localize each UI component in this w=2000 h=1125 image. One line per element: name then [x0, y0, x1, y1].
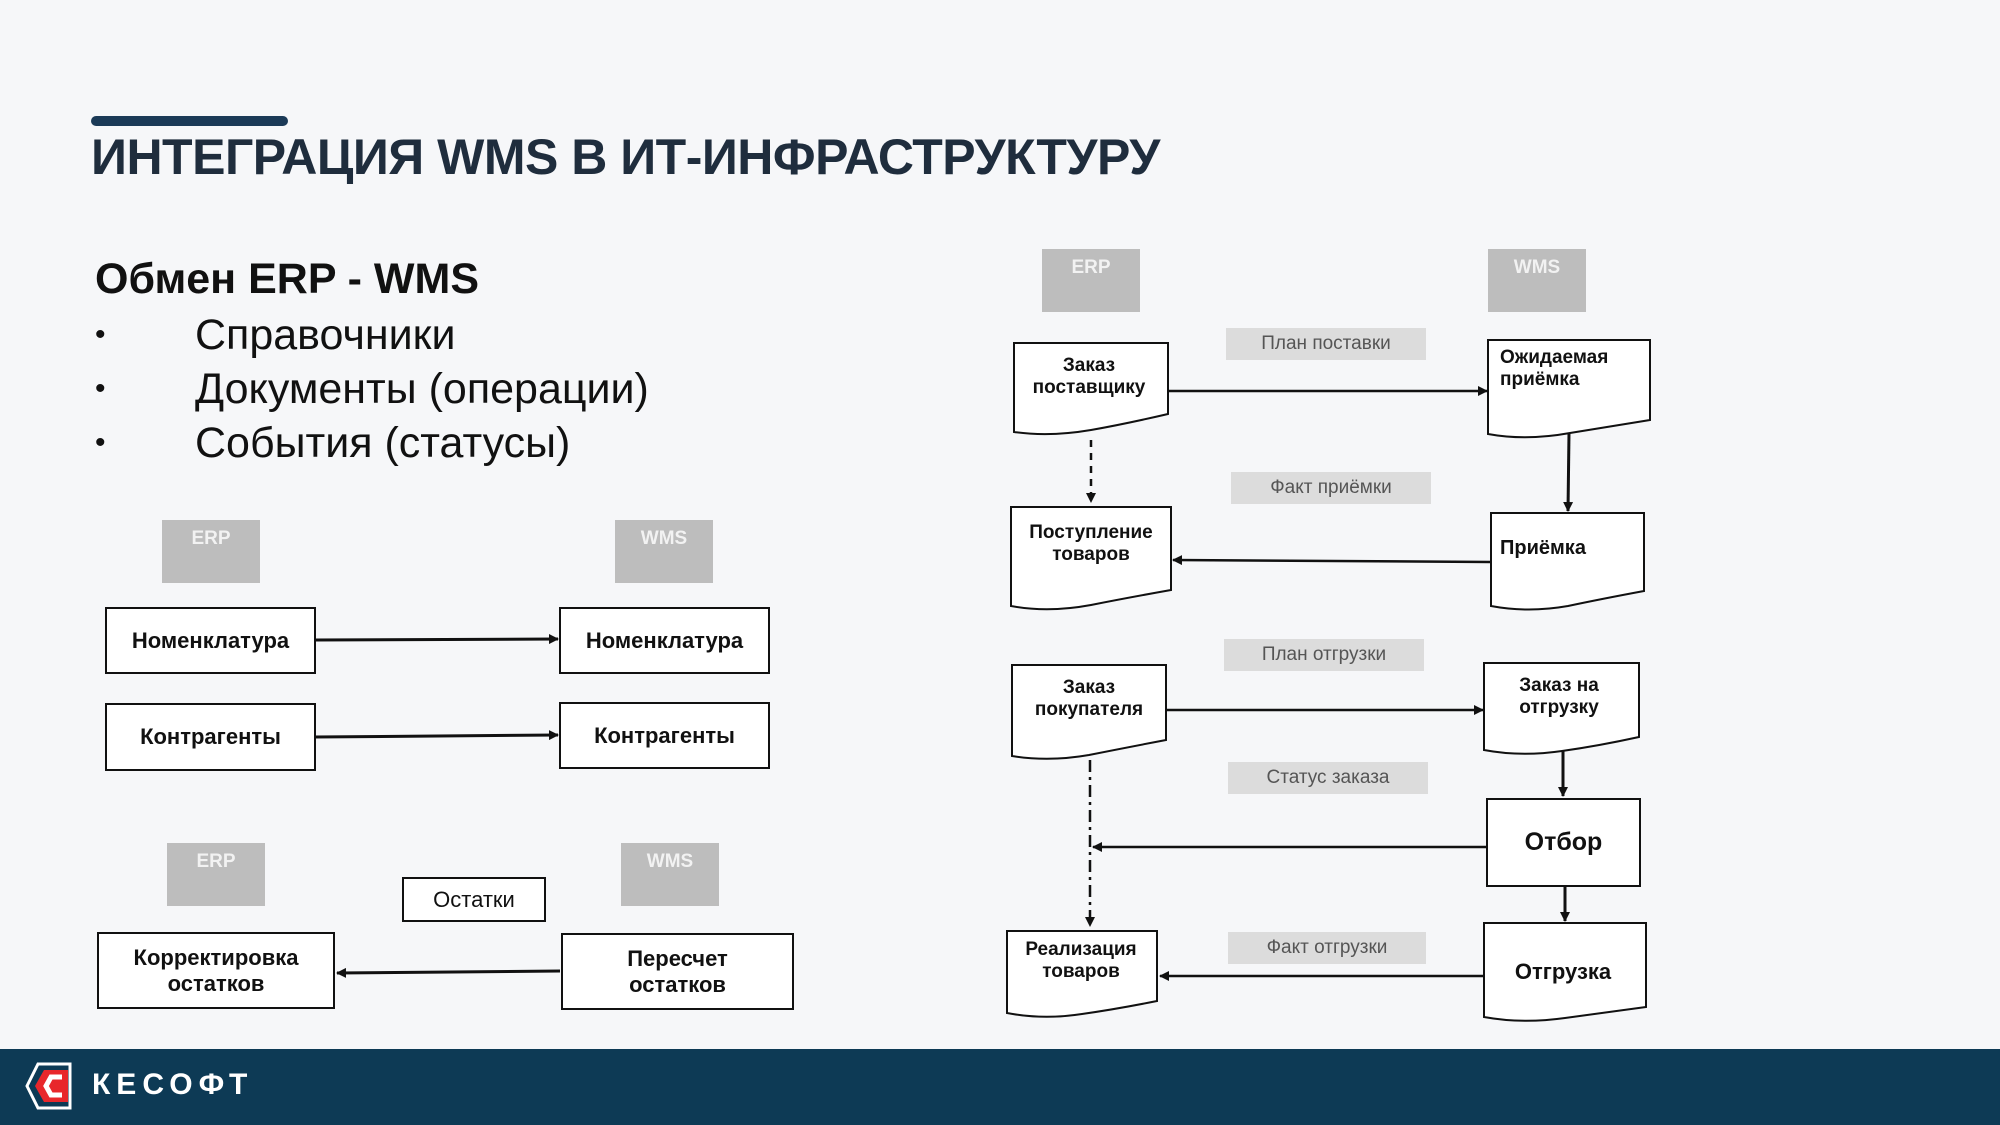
wms-tag: WMS: [615, 520, 713, 583]
doc-shape-wms-3: [1483, 662, 1640, 755]
arrow-receipt-fact: [1172, 555, 1492, 566]
doc-shipment-order: Заказ на отгрузку: [1519, 675, 1599, 718]
erp-nomenclature-box: Номенклатура: [105, 607, 316, 674]
wms-tag-right: WMS: [1488, 249, 1586, 312]
flow-label-supply-plan: План поставки: [1226, 328, 1426, 360]
doc-shipping: Отгрузка: [1514, 959, 1612, 984]
bullet-list: Справочники Документы (операции) События…: [95, 308, 649, 470]
stock-transfer-label: Остатки: [402, 877, 546, 922]
flow-label-shipment-plan: План отгрузки: [1224, 639, 1424, 671]
erp-tag-2: ERP: [167, 843, 265, 906]
arrow-nomenclature: [314, 634, 559, 645]
arrow-receipt-step: [1563, 432, 1574, 512]
doc-shape-erp-3: [1011, 664, 1167, 760]
kesoft-logo-text: КЕСОФТ: [92, 1068, 254, 1101]
flow-label-shipment-fact: Факт отгрузки: [1228, 932, 1426, 964]
doc-customer-order: Заказ покупателя: [1034, 677, 1144, 720]
erp-tag: ERP: [162, 520, 260, 583]
flow-label-receipt-fact: Факт приёмки: [1231, 472, 1431, 504]
section-subtitle: Обмен ERP - WMS: [95, 255, 480, 303]
wms-tag-2: WMS: [621, 843, 719, 906]
arrow-stock: [336, 967, 561, 978]
doc-supplier-order: Заказ поставщику: [1032, 355, 1146, 398]
wms-stock-recount-box: Пересчет остатков: [561, 933, 794, 1010]
title-accent-bar: [91, 116, 288, 126]
doc-expected-receipt: Ожидаемая приёмка: [1500, 347, 1609, 390]
bullet-item: События (статусы): [95, 416, 649, 470]
bullet-item: Справочники: [95, 308, 649, 362]
arrow-contractors: [314, 730, 559, 741]
doc-shape-wms-5: [1483, 922, 1647, 1022]
kesoft-logo-icon: [25, 1062, 72, 1110]
doc-shape-wms-2: [1490, 512, 1645, 611]
flow-label-order-status: Статус заказа: [1228, 762, 1428, 794]
wms-nomenclature-box: Номенклатура: [559, 607, 770, 674]
doc-goods-sale: Реализация товаров: [1025, 939, 1137, 982]
erp-contractors-box: Контрагенты: [105, 703, 316, 771]
doc-shape-erp-4: [1006, 930, 1158, 1018]
bullet-item: Документы (операции): [95, 362, 649, 416]
doc-shape-erp-1: [1013, 342, 1169, 436]
wms-contractors-box: Контрагенты: [559, 702, 770, 769]
doc-shape-wms-1: [1487, 339, 1651, 439]
footer-bar: КЕСОФТ: [0, 1049, 2000, 1125]
erp-stock-adjustment-box: Корректировка остатков: [97, 932, 335, 1009]
diagram-connectors: [314, 339, 1651, 1022]
doc-receipt: Приёмка: [1500, 537, 1586, 559]
page-title: ИНТЕГРАЦИЯ WMS В ИТ-ИНФРАСТРУКТУРУ: [91, 129, 1160, 185]
wms-picking-box: Отбор: [1486, 798, 1641, 887]
doc-shape-erp-2: [1010, 506, 1172, 611]
erp-tag-right: ERP: [1042, 249, 1140, 312]
doc-goods-receipt: Поступление товаров: [1029, 522, 1153, 565]
